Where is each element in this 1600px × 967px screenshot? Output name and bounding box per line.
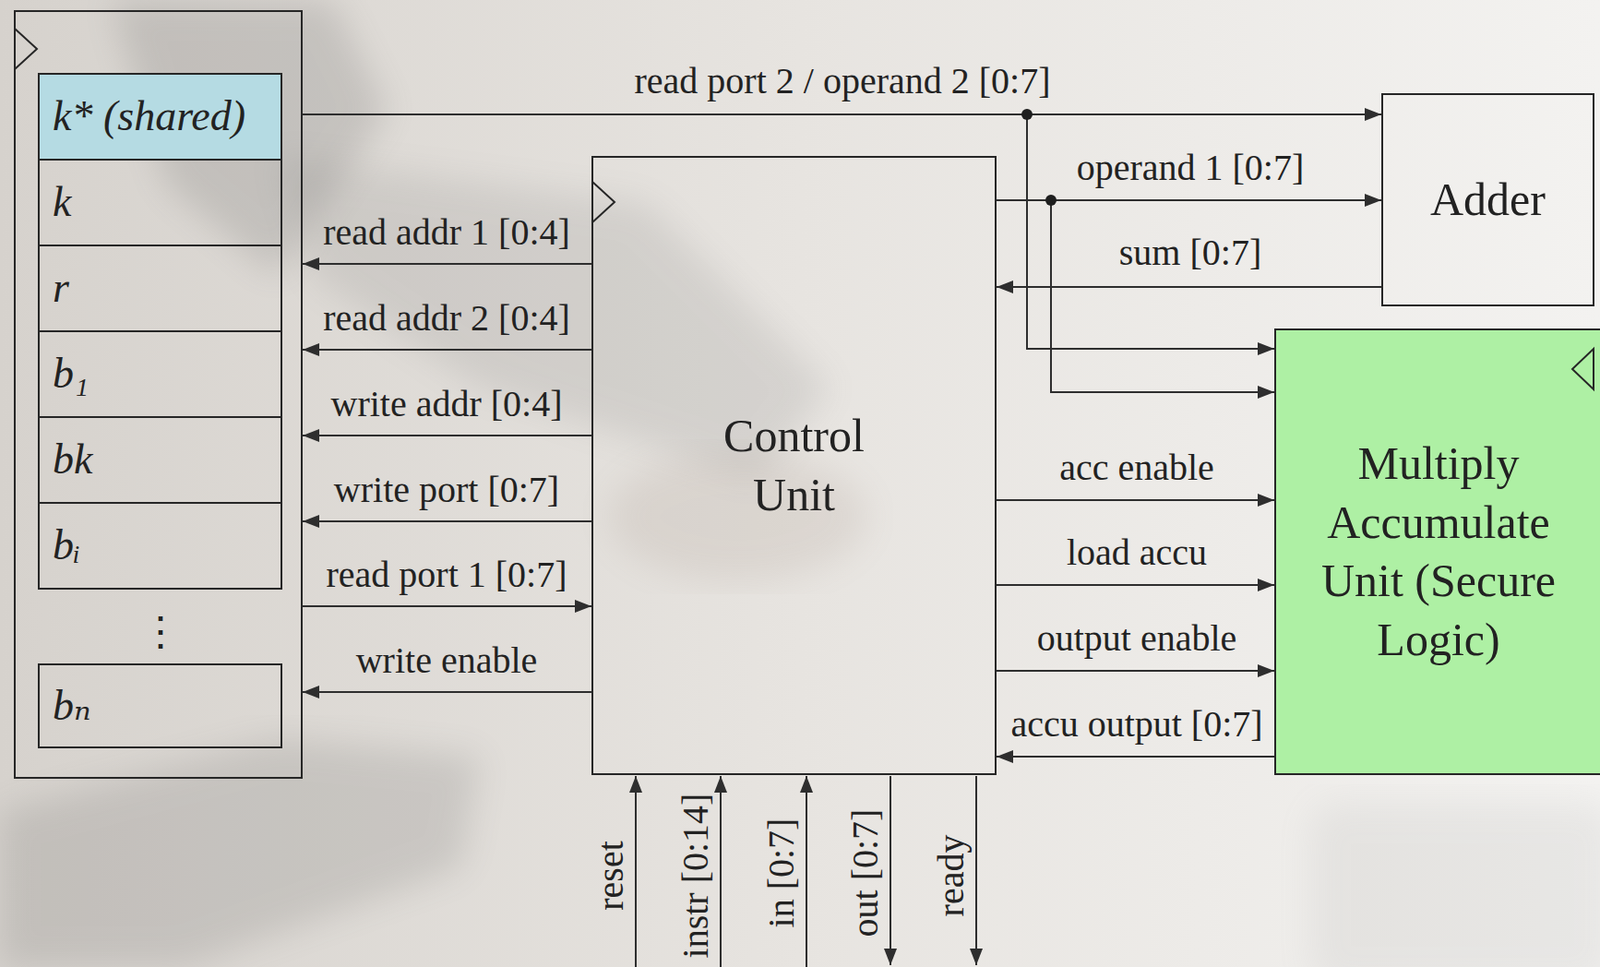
signal-wire: [302, 605, 592, 608]
register-name: k* (shared): [52, 93, 246, 141]
signal-name: reset: [592, 840, 630, 911]
calculator-shape: [1310, 802, 1600, 967]
in-wire: [805, 776, 808, 967]
register-name: bᵢ: [52, 522, 81, 570]
wire-label: acc enable: [1059, 446, 1215, 490]
register-file: ⋮ k* (shared) kr b₁ bk bᵢ bₙ: [13, 10, 303, 779]
arm-shape-lower: [0, 738, 480, 967]
register-cell: bᵢ: [37, 501, 283, 590]
signal-wire: [996, 499, 1275, 502]
signal-wire: [302, 262, 592, 265]
wire-label: read addr 1 [0:4]: [322, 211, 571, 254]
register-name: b₁: [52, 350, 89, 398]
reset-wire: [634, 776, 637, 967]
signal-wire: [302, 691, 592, 693]
signal-wire: [302, 348, 592, 351]
adder-box: Adder: [1381, 93, 1595, 307]
wire-label: read addr 2 [0:4]: [322, 297, 571, 340]
register-cell: k: [37, 158, 283, 247]
out-wire: [889, 776, 892, 966]
instr-wire: [719, 776, 722, 967]
wire-label: load accu: [1066, 531, 1207, 574]
register-name: bk: [52, 436, 93, 484]
wire-label: accu output [0:7]: [1010, 703, 1263, 746]
ellipsis-mark: ⋮: [37, 611, 283, 653]
register-name: r: [52, 264, 70, 312]
signal-wire: [996, 286, 1382, 288]
signal-wire: [302, 520, 592, 523]
wire-label: write enable: [356, 639, 538, 682]
unit-title: Adder: [1430, 170, 1546, 230]
control-unit-box: Control Unit: [591, 155, 997, 776]
register-cell: bk: [37, 416, 283, 504]
signal-wire: [996, 755, 1275, 758]
signal-name: ready: [932, 835, 970, 918]
register-cell: bₙ: [37, 663, 283, 749]
register-cell: b₁: [37, 330, 283, 418]
unit-title: Multiply Accumulate Unit (Secure Logic): [1290, 434, 1587, 669]
clock-triangle: [592, 181, 615, 223]
clock-triangle: [14, 28, 37, 70]
signal-name: out [0:7]: [847, 809, 884, 938]
wire-label: output enable: [1037, 617, 1238, 660]
wire-label: read port 1 [0:7]: [325, 553, 567, 597]
wire-label: write port [0:7]: [334, 468, 560, 512]
register-cell: r: [37, 244, 283, 333]
wire-label: sum [0:7]: [1119, 231, 1262, 275]
clock-triangle: [1572, 348, 1594, 390]
ready-wire: [975, 776, 978, 966]
signal-wire: [996, 669, 1275, 672]
junction-dot: [1021, 108, 1033, 120]
mac-unit-box: Multiply Accumulate Unit (Secure Logic): [1274, 328, 1600, 776]
signal-name: instr [0:14]: [677, 793, 715, 959]
register-cell: k* (shared): [37, 72, 283, 161]
register-name: bₙ: [52, 682, 92, 730]
junction-dot: [1045, 194, 1057, 206]
signal-wire: [302, 434, 592, 437]
wire-label: write addr [0:4]: [330, 382, 562, 426]
wire-label: read port 2 / operand 2 [0:7]: [634, 59, 1051, 103]
register-name: k: [52, 179, 72, 227]
unit-title: Control Unit: [702, 406, 887, 525]
signal-name: in [0:7]: [763, 818, 800, 929]
wire-label: operand 1 [0:7]: [1076, 146, 1305, 190]
signal-wire: [996, 200, 1275, 393]
signal-wire: [996, 584, 1275, 586]
